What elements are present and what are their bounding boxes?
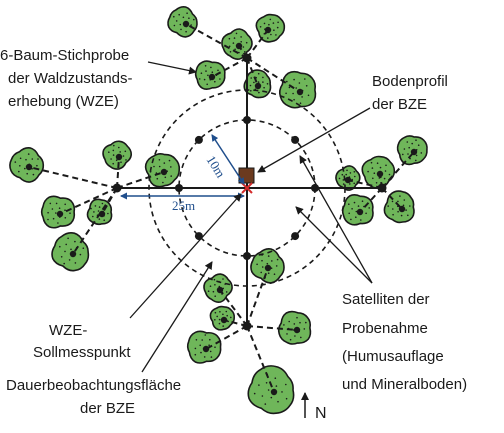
pointer-permanent-plot [141,261,213,373]
pointer-wze-sample [147,61,197,75]
tree-crown [194,60,226,90]
tree-crown [243,69,272,99]
measure-label-10m: 10m [203,153,228,181]
tree-line [347,179,383,189]
tree-crown [396,135,428,166]
tree-crown [341,194,374,226]
tree-line [211,57,248,78]
tree-crown [209,305,236,331]
tree-crown [86,198,113,226]
tree-crown [102,140,133,170]
tree-line [359,187,383,213]
satellite-point [243,252,251,260]
satellite-point [291,232,300,241]
tree-crown [277,310,312,345]
north-label: N [315,405,327,422]
label-wze-sample: 6-Baum-Stichprobe der Waldzustands- erhe… [0,47,133,110]
satellite-point [291,135,300,144]
label-soil-profile-line1: Bodenprofil [372,73,448,90]
tree-line [246,57,259,87]
label-satellites-line4: und Mineralboden) [342,376,467,393]
tree-line [246,57,301,93]
satellite-point [243,116,251,124]
tree-group-hub [242,53,252,63]
tree-line [28,166,118,189]
label-target-point-line1: WZE- [49,322,87,339]
pointer-satellite-2 [295,206,373,284]
label-satellites-line2: Probenahme [342,320,428,337]
tree-crown [255,13,286,43]
measure-label-25m: 25m [172,198,195,213]
tree-line [116,171,165,189]
tree-connection-lines [28,23,415,393]
tree-crown [278,70,317,109]
pointer-target-point [129,193,242,319]
satellite-points [175,116,319,260]
tree-group-hub [242,321,252,331]
tree-line [219,289,248,327]
tree-crown [9,146,45,183]
tree-line [185,23,248,59]
tree-line [246,29,269,59]
pointer-satellite-1 [299,155,373,284]
tree-line [381,151,415,189]
tree-group-hub [112,183,122,193]
label-satellites: Satelliten der Probenahme (Humusauflage … [342,291,467,393]
tree-crown [167,6,198,38]
tree-crowns [9,6,428,415]
satellite-point [175,184,183,192]
measure-arrow-10m [211,134,245,185]
tree-crown [144,153,181,188]
tree-line [246,325,298,331]
tree-line [72,187,118,255]
tree-crown [186,330,222,364]
label-target-point-line2: Sollmesspunkt [33,344,131,361]
satellite-point [194,135,203,144]
tree-crown [51,231,90,272]
tree-line [205,325,248,350]
tree-line [246,267,269,327]
label-satellites-line3: (Humusauflage [342,348,444,365]
tree-crown [335,165,361,191]
tree-line [246,325,275,393]
tree-crown [247,365,295,415]
label-soil-profile: Bodenprofil der BZE [372,73,448,113]
label-permanent-plot-line2: der BZE [80,400,135,417]
label-satellites-line1: Satelliten der [342,291,430,308]
label-wze-sample-line2: der Waldzustands- [8,70,133,87]
tree-crown [250,248,285,284]
tree-line [116,156,120,189]
tree-line [381,187,403,210]
label-target-point: WZE- Sollmesspunkt [33,322,131,361]
pointer-soil-profile [257,107,371,173]
tree-group-hub [377,183,387,193]
label-wze-sample-line3: erhebung (WZE) [8,93,119,110]
label-soil-profile-line2: der BZE [372,96,427,113]
label-permanent-plot-line1: Dauerbeobachtungsfläche [6,377,181,394]
tree-line [59,187,118,215]
satellite-point [194,232,203,241]
label-wze-sample-line1: 6-Baum-Stichprobe [0,47,129,64]
tree-crown [40,195,76,229]
label-permanent-plot: Dauerbeobachtungsfläche der BZE [6,377,181,417]
tree-crown [361,155,396,189]
